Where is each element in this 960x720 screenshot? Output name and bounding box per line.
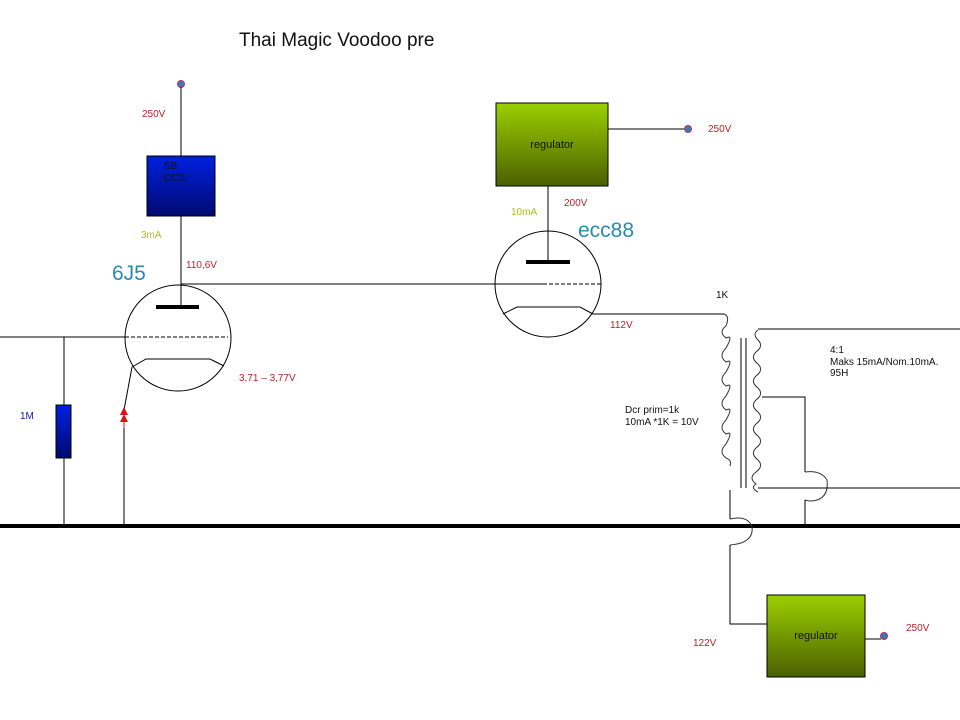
secondary-tap-crossover [804,471,828,502]
primary-ground-crossover [729,517,753,546]
cathode-lead [123,366,133,411]
stage1-current: 3mA [141,230,162,241]
bias-regulator-label: regulator [794,630,838,642]
stage2-supply-terminal [684,125,692,133]
bias-regulator [766,594,866,678]
transformer-dcr-notes: Dcr prim=1k 10mA *1K = 10V [625,405,699,428]
grid-resistor [55,404,72,459]
stage1-heater-voltage: 3,71 – 3,77V [239,373,296,384]
diagram-title: Thai Magic Voodoo pre [239,30,435,51]
tube-6j5-label: 6J5 [112,262,146,285]
stage1-supply-voltage: 250V [142,109,166,120]
bias-output-voltage: 122V [693,638,717,649]
transformer-ratio-notes: 4:1 Maks 15mA/Nom.10mA. 95H [830,345,939,379]
ecc88-cathode [502,306,594,315]
stage2-regulator [495,102,609,187]
secondary-tap-wire [762,396,806,472]
tube-ecc88 [494,230,602,338]
stage2-current: 10mA [511,207,538,218]
transformer-secondary-coil [751,329,762,493]
6j5-cathode [131,358,225,368]
transformer-primary-label: 1K [716,290,729,301]
grid-resistor-label: 1M [20,411,34,422]
stage2-regulator-label: regulator [530,138,574,151]
tube-6j5 [124,284,232,392]
tube-ecc88-label: ecc88 [578,219,635,242]
current-arrow-icon [120,407,128,430]
bias-supply-voltage: 250V [906,623,930,634]
bias-supply-terminal [880,632,888,640]
stage2-supply-voltage: 250V [708,124,732,135]
ccs-label: SB CCS [164,161,186,184]
ccs-box [146,155,216,217]
transformer-primary-coil [721,313,731,467]
stage1-supply-terminal [177,80,185,88]
stage1-plate-voltage: 110,6V [186,260,217,271]
stage2-cathode-voltage: 112V [610,320,633,331]
stage2-plate-voltage: 200V [564,198,588,209]
bias-feed-wire [729,545,767,625]
